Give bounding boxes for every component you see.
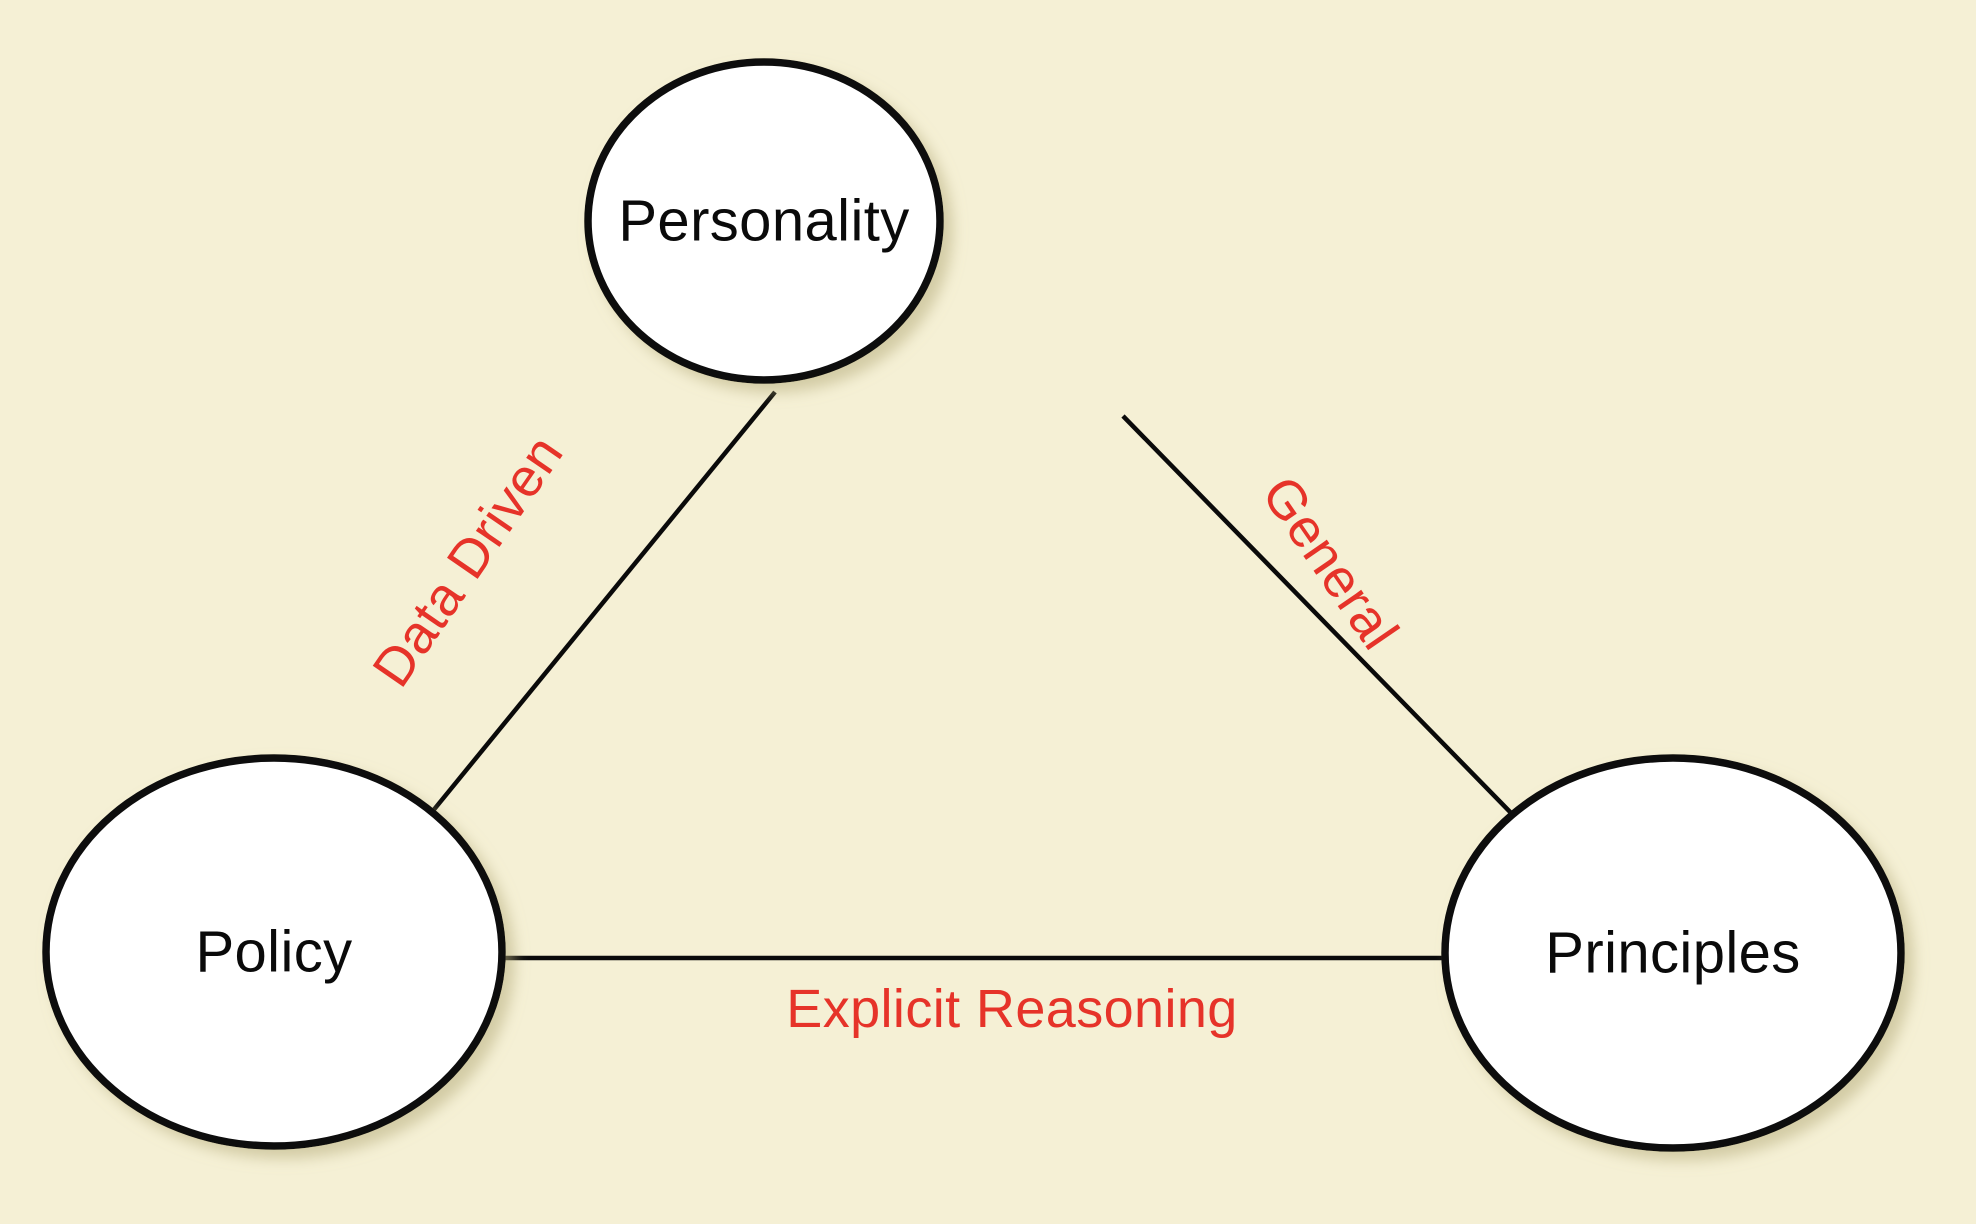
edge-policy-personality[interactable]	[430, 390, 777, 814]
node-principles-ellipse[interactable]	[1441, 754, 1905, 1152]
edge-label-general: General	[1250, 466, 1410, 661]
node-policy-ellipse[interactable]	[42, 754, 506, 1150]
node-group: Personality Policy Principles	[42, 58, 1905, 1152]
node-personality[interactable]: Personality	[584, 58, 944, 384]
edge-label-group: Data Driven General Explicit Reasoning	[361, 425, 1410, 1039]
node-policy-label: Policy	[195, 920, 352, 985]
node-personality-ellipse[interactable]	[584, 58, 944, 384]
node-personality-label: Personality	[618, 189, 909, 254]
node-principles-label: Principles	[1545, 921, 1800, 986]
edge-label-data-driven: Data Driven	[361, 425, 574, 698]
edge-label-explicit-reasoning: Explicit Reasoning	[786, 979, 1237, 1039]
node-policy[interactable]: Policy	[42, 754, 506, 1150]
edge-group	[430, 390, 1517, 961]
edge-personality-principles[interactable]	[1121, 414, 1517, 819]
node-principles[interactable]: Principles	[1441, 754, 1905, 1152]
